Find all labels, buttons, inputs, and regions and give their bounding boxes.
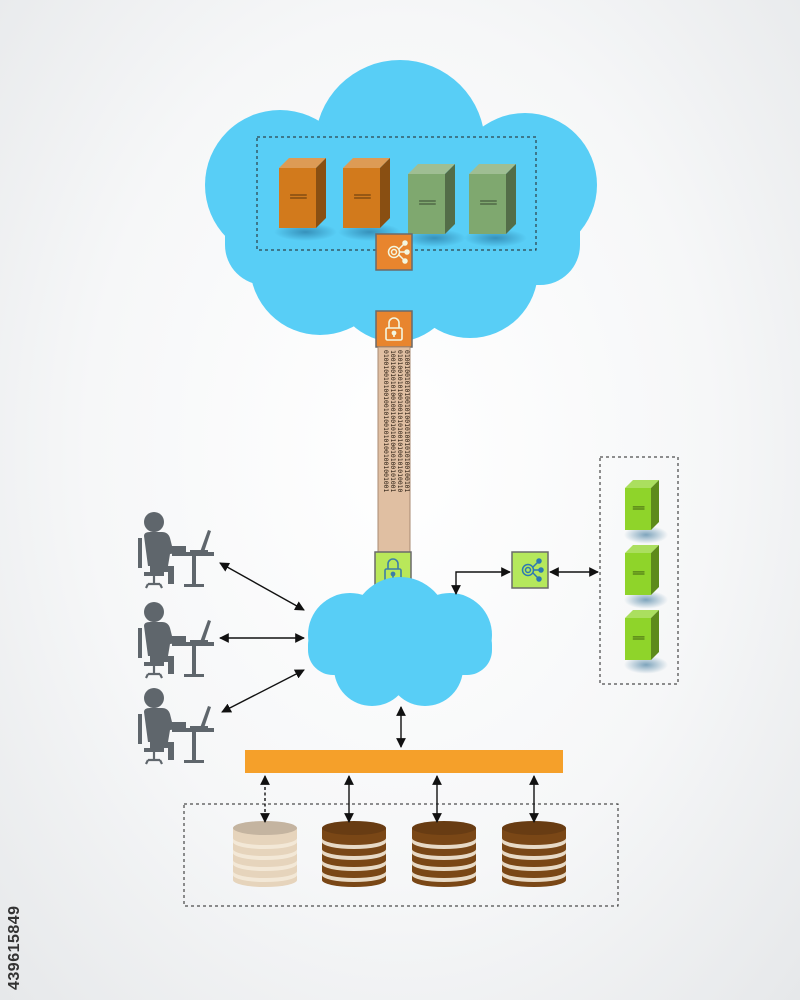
server-tower-icon: [623, 480, 669, 544]
server-tower-icon: [623, 545, 669, 609]
binary-line-2: 1001001010100100100101010010100101001: [389, 350, 397, 493]
server-tower-icon: [464, 164, 527, 247]
edge-server-frame: [599, 456, 679, 685]
database-cylinder-icon: [412, 821, 476, 887]
network-hub-icon: [387, 240, 410, 264]
connection-arrows: [219, 562, 599, 823]
cloud-server-group: [274, 158, 527, 247]
database-cylinder-icon: [502, 821, 566, 887]
padlock-icon: [385, 317, 403, 341]
hub-node-top: [375, 233, 413, 271]
binary-line-1: 0100100101001001010010101001001001001: [382, 350, 390, 493]
server-tower-icon: [274, 158, 337, 241]
person-at-desk-icon: [138, 512, 214, 589]
server-group-frame: [256, 136, 537, 251]
network-hub-icon: [521, 558, 544, 582]
edge-server-group: [623, 480, 669, 674]
local-cloud: [308, 577, 492, 706]
server-tower-icon: [623, 610, 669, 674]
hub-node-right: [511, 551, 549, 589]
data-bus-bar: [245, 750, 563, 773]
database-group: [233, 821, 566, 887]
person-at-desk-icon: [138, 602, 214, 679]
database-frame: [183, 803, 619, 907]
database-cylinder-icon: [233, 821, 297, 887]
binary-line-3: 0101001010100100101010010100101010010: [396, 350, 404, 493]
arrow-user3-cloud: [221, 669, 305, 713]
person-at-desk-icon: [138, 688, 214, 765]
encrypted-data-tube: 0100100101001001010010101001001001001 10…: [377, 346, 411, 553]
main-cloud: [205, 60, 597, 342]
database-cylinder-icon: [322, 821, 386, 887]
server-tower-icon: [338, 158, 401, 241]
binary-line-4: 0100100101010010100101001010100100101: [403, 350, 411, 493]
padlock-icon: [384, 558, 402, 582]
lock-node-top: [375, 310, 413, 348]
server-tower-icon: [403, 164, 466, 247]
arrow-user1-cloud: [219, 562, 305, 611]
stock-image-id: 439615849: [6, 905, 23, 990]
user-group: [138, 512, 214, 765]
arrow-cloud-hub: [451, 567, 511, 595]
